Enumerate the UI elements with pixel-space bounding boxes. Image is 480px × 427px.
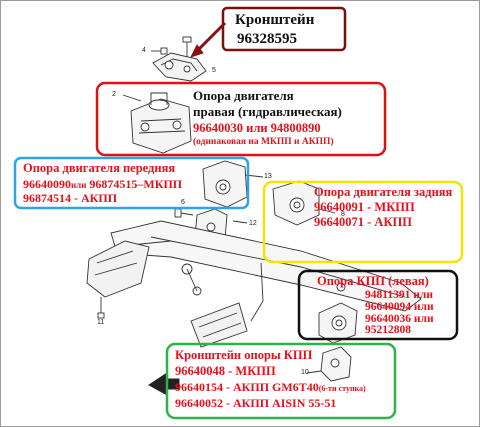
- front-mount-akpp: 96874514 - АКПП: [23, 191, 118, 205]
- callout-10: 10: [301, 369, 309, 376]
- front-mount-or: или: [71, 180, 87, 190]
- top-bracket-part: [151, 36, 207, 82]
- gearbox-bracket-gm-note: (6-ти ступка): [318, 384, 366, 393]
- bracket-title: Кронштейн: [235, 12, 315, 28]
- gearbox-mount-part-2: 96640094 или: [365, 301, 434, 313]
- rear-mount-title: Опора двигателя задняя: [314, 185, 453, 199]
- right-mount-part-numbers: 96640030 или 94800890: [193, 121, 321, 135]
- bracket-box-border: [221, 6, 347, 52]
- lower-plate-part: [190, 302, 248, 348]
- right-mount-note: (одинаковая на МКПП и АКПП): [193, 137, 334, 147]
- front-mount-box: Опора двигателя передняя 96640090или 968…: [15, 158, 248, 208]
- left-shield-part: [86, 240, 150, 319]
- gearbox-bracket-title: Кронштейн опоры КПП: [175, 348, 313, 362]
- gearbox-bracket-mkpp: 96640048 - МКПП: [175, 364, 276, 378]
- front-mount-line2: 96640090или 96874515–МКПП: [23, 178, 182, 190]
- bracket-box: Кронштейн 96328595: [223, 8, 345, 50]
- front-mount-title: Опора двигателя передняя: [23, 161, 176, 175]
- right-mount-box-border: [95, 81, 387, 157]
- gearbox-bracket-akpp-aisin: 96640052 - АКПП AISIN 55-51: [175, 396, 337, 410]
- rear-mount-akpp: 96640071 - АКПП: [314, 215, 412, 229]
- gearbox-bracket-part: [306, 346, 352, 382]
- front-mount-box-border: [13, 156, 250, 210]
- right-mount-subtitle: правая (гидравлическая): [193, 104, 342, 119]
- rear-mount-mkpp: 96640091 - МКПП: [314, 200, 415, 214]
- gearbox-mount-part: [318, 302, 358, 344]
- bracket-part-number: 96328595: [237, 31, 297, 47]
- front-mount-part-b: 96874515–МКПП: [89, 177, 183, 191]
- gearbox-bracket-akpp-gm: 96640154 - АКПП GM6T40(6-ти ступка): [175, 381, 366, 393]
- gearbox-mount-part-4: 95212808: [365, 324, 411, 336]
- rear-mount-box-border: [262, 180, 464, 264]
- gearbox-bracket-gm-number: 96640154 - АКПП GM6T40: [175, 380, 319, 394]
- gearbox-bracket-box: Кронштейн опоры КПП 96640048 - МКПП 9664…: [167, 344, 395, 418]
- rear-mount-box: Опора двигателя задняя 96640091 - МКПП 9…: [264, 182, 462, 262]
- callout-4: 4: [142, 47, 146, 54]
- callout-13: 13: [264, 173, 272, 180]
- gearbox-mount-part-1: 94811391 или: [365, 289, 433, 301]
- front-mount-part-a: 96640090: [23, 177, 71, 191]
- callout-6: 6: [181, 199, 185, 206]
- right-mount-box: Опора двигателя правая (гидравлическая) …: [97, 83, 385, 155]
- callout-12: 12: [249, 220, 257, 227]
- gearbox-bracket-box-border: [165, 342, 397, 420]
- front-mount-part: [202, 160, 264, 208]
- rear-mount-part: [272, 180, 336, 226]
- right-hydraulic-mount-part: [122, 92, 192, 154]
- gearbox-mount-title: Опора КПП (левая): [317, 274, 429, 288]
- callout-5: 5: [212, 67, 216, 74]
- gearbox-mount-box-border: [297, 269, 459, 341]
- callout-2: 2: [112, 91, 116, 98]
- gearbox-mount-part-3: 96640036 или: [365, 313, 434, 325]
- gearbox-mount-box: Опора КПП (левая) 94811391 или 96640094 …: [299, 271, 457, 339]
- right-mount-title: Опора двигателя: [193, 88, 294, 103]
- callout-11: 11: [97, 319, 105, 326]
- callout-8: 8: [341, 211, 345, 218]
